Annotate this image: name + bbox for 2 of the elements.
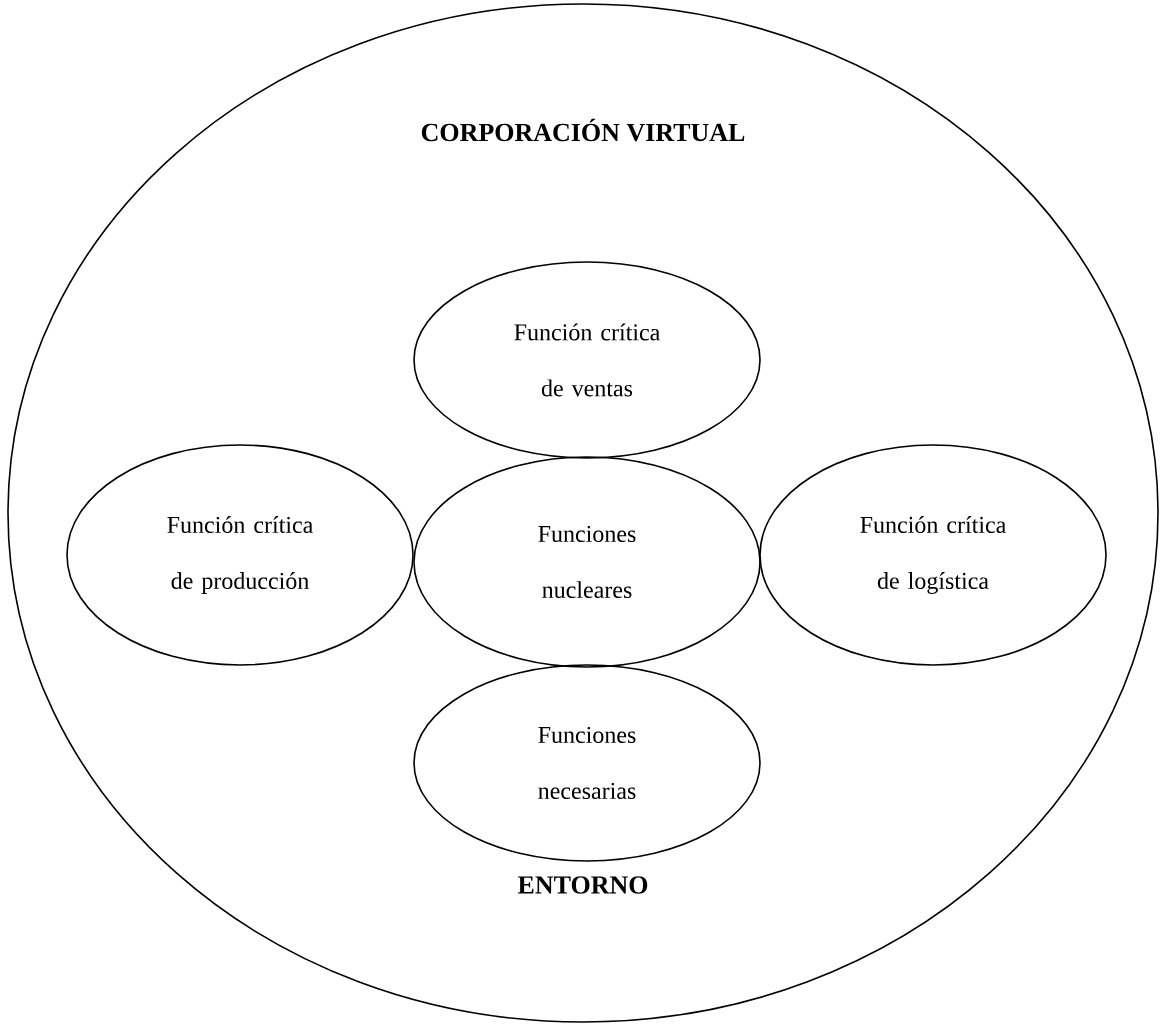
ellipse-heading: CORPORACIÓN VIRTUAL — [421, 118, 745, 142]
ellipse-label: ENTORNO — [517, 876, 648, 894]
